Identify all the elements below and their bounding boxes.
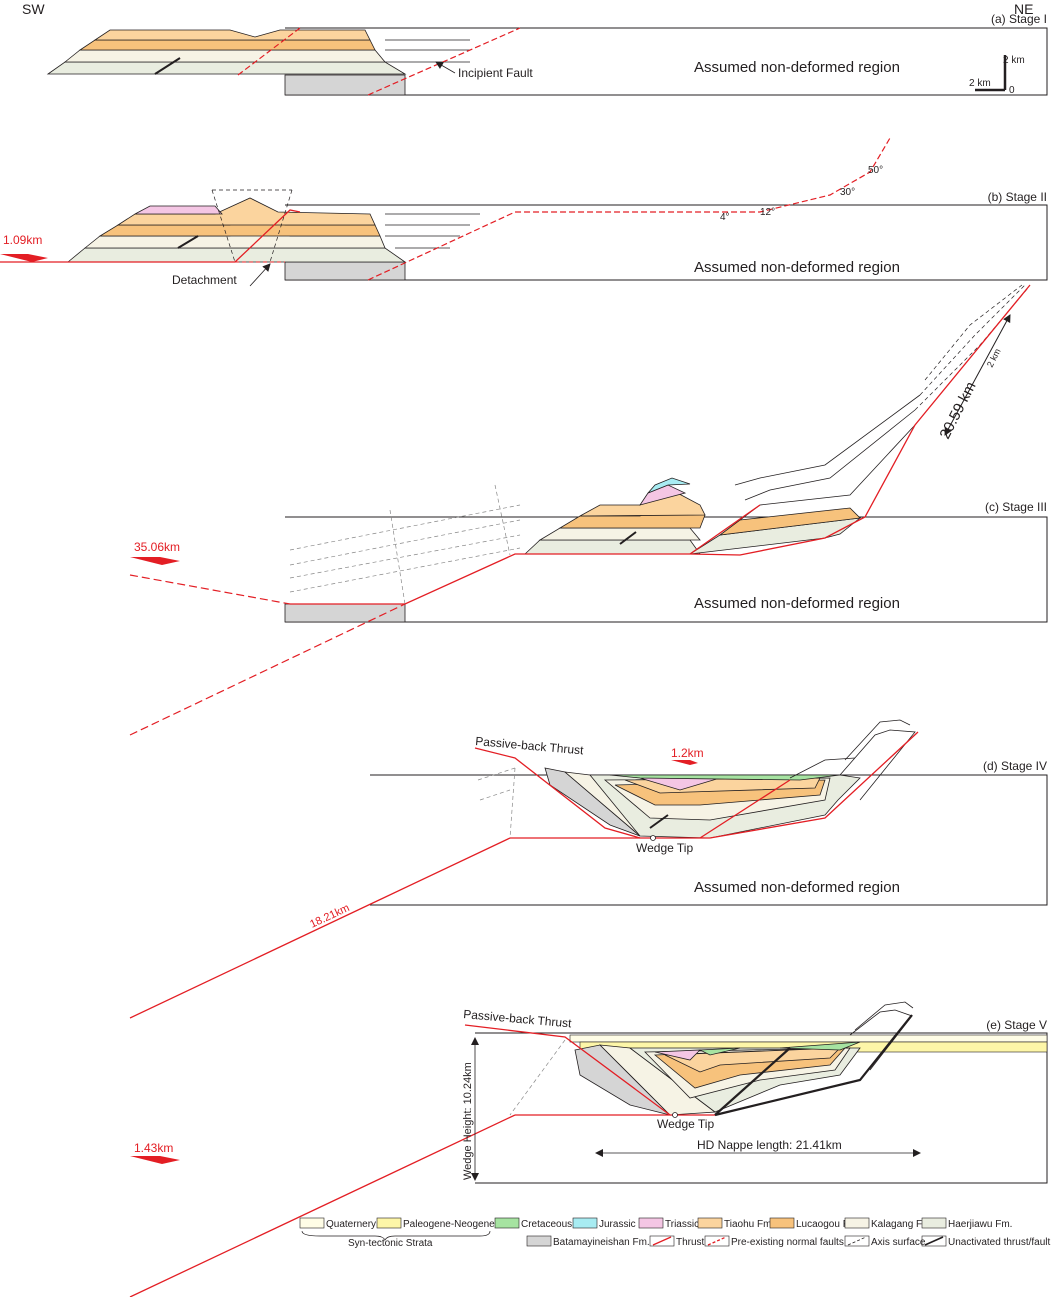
- wedge-height: Wedge Height: 10.24km: [462, 1062, 474, 1180]
- stage-4-passive-thrust: Passive-back Thrust: [475, 734, 585, 757]
- stage-5: Passive-back Thrust Wedge Tip Wedge Heig…: [129, 1001, 1048, 1297]
- legend-label: Tiaohu Fm.: [724, 1219, 774, 1230]
- svg-text:4°: 4°: [720, 212, 730, 223]
- legend-label: Thrust: [676, 1237, 705, 1248]
- nappe-length: HD Nappe length: 21.41km: [697, 1138, 842, 1152]
- stage-4-label: (d) Stage IV: [983, 759, 1047, 773]
- scale-bar: 2 km 2 km 0: [969, 55, 1025, 96]
- legend-label: Paleogene-Neogene: [403, 1219, 495, 1230]
- stage-3: 35.06km 20.59 km 2 km (c) Stage III Assu…: [129, 284, 1048, 736]
- stage-5-wedge-tip: Wedge Tip: [657, 1117, 714, 1131]
- svg-text:2 km: 2 km: [985, 347, 1003, 369]
- stage-2-shortening: 1.09km: [3, 233, 42, 247]
- syn-tectonic-brace: [301, 1230, 491, 1241]
- svg-text:2 km: 2 km: [969, 78, 991, 89]
- legend-label: Kalagang Fm.: [871, 1219, 933, 1230]
- legend-swatch: [921, 1217, 947, 1229]
- legend-swatch: [769, 1217, 795, 1229]
- stage-5-label: (e) Stage V: [986, 1018, 1047, 1032]
- stage-4-region: Assumed non-deformed region: [694, 879, 900, 896]
- legend-label: Unactivated thrust/fault: [948, 1237, 1050, 1248]
- stage-2-label: (b) Stage II: [988, 190, 1047, 204]
- stage-1: Incipient Fault (a) Stage I Assumed non-…: [46, 12, 1048, 96]
- legend-label: Triassic: [665, 1219, 699, 1230]
- legend-label: Quaternery: [326, 1219, 376, 1230]
- stage-4-shortening: 1.2km: [671, 746, 704, 760]
- sw-label: SW: [22, 1, 45, 17]
- stage-5-shortening: 1.43km: [134, 1141, 173, 1155]
- legend-label: Lucaogou Fm.: [796, 1219, 860, 1230]
- svg-text:12°: 12°: [760, 207, 775, 218]
- incipient-fault-label: Incipient Fault: [458, 66, 533, 80]
- stage-4-wedge-tip: Wedge Tip: [636, 841, 693, 855]
- stage-2: 1.09km 4° 12° 30° 50° Detachment (b) Sta…: [0, 137, 1048, 287]
- legend-swatch: [526, 1235, 552, 1247]
- legend-swatch: [299, 1217, 325, 1229]
- legend-swatch: [638, 1217, 664, 1229]
- legend-label: Axis surface: [871, 1237, 926, 1248]
- legend-swatch: [572, 1217, 598, 1229]
- legend-normal-fault-icon: [704, 1235, 730, 1247]
- stage-1-label: (a) Stage I: [991, 12, 1047, 26]
- stage-2-region: Assumed non-deformed region: [694, 259, 900, 276]
- stage-4: Passive-back Thrust Wedge Tip 1.2km 18.2…: [129, 719, 1048, 1019]
- legend-swatch: [376, 1217, 402, 1229]
- stage-3-label: (c) Stage III: [985, 500, 1047, 514]
- ne-label: NE: [1014, 1, 1033, 17]
- legend-label: Haerjiawu Fm.: [948, 1219, 1012, 1230]
- legend-label: Cretaceous: [521, 1219, 572, 1230]
- legend: Quaternery Paleogene-Neogene Cretaceous Jur…: [299, 1217, 1050, 1249]
- stage-3-shortening: 35.06km: [134, 540, 180, 554]
- svg-text:2 km: 2 km: [1003, 55, 1025, 66]
- legend-swatch: [697, 1217, 723, 1229]
- stage-3-region: Assumed non-deformed region: [694, 595, 900, 612]
- slip-length: 20.59 km: [936, 379, 979, 442]
- svg-text:30°: 30°: [840, 187, 855, 198]
- legend-label: Pre-existing normal faults: [731, 1237, 844, 1248]
- stage-1-region: Assumed non-deformed region: [694, 59, 900, 76]
- legend-swatch: [494, 1217, 520, 1229]
- legend-swatch: [844, 1217, 870, 1229]
- syn-tectonic-label: Syn-tectonic Strata: [348, 1238, 433, 1249]
- legend-label: Batamayineishan Fm.: [553, 1237, 650, 1248]
- legend-axis-surface-icon: [844, 1235, 870, 1247]
- svg-text:50°: 50°: [868, 165, 883, 176]
- detachment-label: Detachment: [172, 273, 237, 287]
- svg-text:0: 0: [1009, 85, 1015, 96]
- legend-label: Jurassic: [599, 1219, 636, 1230]
